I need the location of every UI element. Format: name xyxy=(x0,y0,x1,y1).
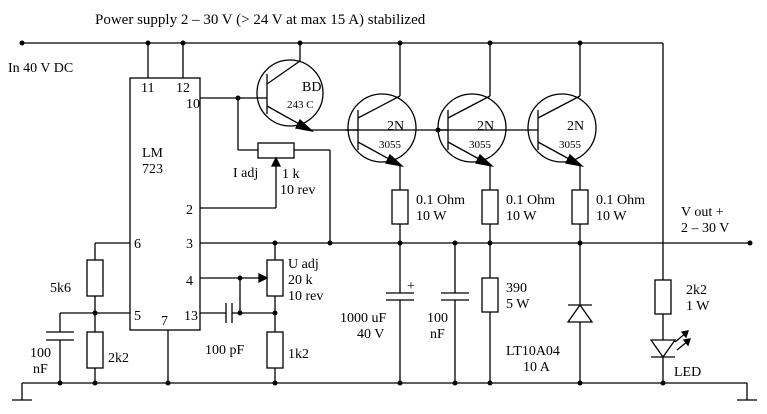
ic-pin-12: 12 xyxy=(176,81,190,96)
output-rail xyxy=(200,240,753,246)
current-adjust-pot xyxy=(200,142,333,246)
power-transistor-1-line2: 3055 xyxy=(379,139,402,151)
voltage-adjust-pot xyxy=(200,240,284,332)
diode-rating: 10 A xyxy=(523,360,551,375)
resistor-1k2-label: 1k2 xyxy=(288,347,309,362)
driver-base-wiring xyxy=(200,95,258,151)
capacitor-1000uf xyxy=(386,243,414,386)
ground-rail xyxy=(12,382,757,401)
voltage-pot-value: 20 k xyxy=(288,273,313,288)
ic-pin-10: 10 xyxy=(186,97,200,112)
resistor-390-power: 5 W xyxy=(506,297,530,312)
power-transistor-3-line2: 3055 xyxy=(559,139,582,151)
driver-transistor xyxy=(256,40,345,133)
power-transistor-2-line2: 3055 xyxy=(469,139,492,151)
emitter-resistor-3-value: 0.1 Ohm xyxy=(596,193,645,208)
capacitor-100nf-left-unit: nF xyxy=(33,362,48,377)
led-indicator xyxy=(649,279,691,386)
ic-number: 723 xyxy=(142,162,163,177)
current-pot-label: I adj xyxy=(233,166,258,181)
led-label: LED xyxy=(674,365,701,380)
capacitor-100nf-out xyxy=(441,240,469,386)
reference-divider xyxy=(60,242,130,386)
capacitor-1000uf-plus: + xyxy=(407,279,415,294)
ic-pin-3: 3 xyxy=(186,237,193,252)
diode-part-number: LT10A04 xyxy=(506,344,560,359)
resistor-390-value: 390 xyxy=(506,281,527,296)
power-transistor-2 xyxy=(437,40,507,190)
output-label-line2: 2 – 30 V xyxy=(681,221,729,236)
ic-pin-6: 6 xyxy=(134,237,141,252)
resistor-5k6-label: 5k6 xyxy=(50,281,71,296)
current-pot-value: 1 k xyxy=(282,167,300,182)
ic-name: LM xyxy=(142,146,164,161)
lm723-ic xyxy=(129,40,201,386)
ic-pin-5: 5 xyxy=(134,309,141,324)
emitter-resistor-1-power: 10 W xyxy=(416,209,447,224)
diagram-title: Power supply 2 – 30 V (> 24 V at max 15 … xyxy=(95,12,426,28)
current-pot-turns: 10 rev xyxy=(280,183,315,198)
output-label-line1: V out + xyxy=(681,205,724,220)
emitter-resistor-2-value: 0.1 Ohm xyxy=(506,193,555,208)
driver-label-line2: 243 C xyxy=(287,99,314,111)
ic-pin-4: 4 xyxy=(186,274,193,289)
voltage-pot-label: U adj xyxy=(288,257,319,272)
input-label: In 40 V DC xyxy=(8,61,73,76)
power-transistor-3 xyxy=(527,40,597,190)
capacitor-100nf-left xyxy=(46,313,74,386)
emitter-resistor-1-value: 0.1 Ohm xyxy=(416,193,465,208)
emitter-resistor-2 xyxy=(481,189,499,246)
emitter-resistor-1 xyxy=(391,189,409,246)
capacitor-100nf-out-unit: nF xyxy=(430,327,445,342)
power-transistor-3-line1: 2N xyxy=(567,119,584,134)
led-resistor-power: 1 W xyxy=(686,299,710,314)
emitter-resistor-2-power: 10 W xyxy=(506,209,537,224)
emitter-resistor-3-power: 10 W xyxy=(596,209,627,224)
resistor-390 xyxy=(481,243,499,386)
power-transistor-2-line1: 2N xyxy=(477,119,494,134)
voltage-pot-turns: 10 rev xyxy=(288,289,323,304)
capacitor-1000uf-voltage: 40 V xyxy=(357,327,384,342)
input-rail xyxy=(19,40,664,280)
led-resistor-value: 2k2 xyxy=(686,283,707,298)
ic-pin-13: 13 xyxy=(184,309,198,324)
power-transistor-1-line1: 2N xyxy=(387,119,404,134)
driver-label-line1: BD xyxy=(302,80,321,95)
protection-diode xyxy=(566,243,594,386)
ic-pin-7: 7 xyxy=(161,314,168,329)
capacitor-100nf-out-value: 100 xyxy=(427,311,448,326)
ic-pin-2: 2 xyxy=(186,203,193,218)
ic-pin-11: 11 xyxy=(141,81,154,96)
resistor-2k2-label: 2k2 xyxy=(108,351,129,366)
resistor-1k2 xyxy=(266,331,284,386)
capacitor-100nf-left-value: 100 xyxy=(30,346,51,361)
power-transistor-1 xyxy=(345,40,417,190)
emitter-resistor-3 xyxy=(571,189,589,246)
capacitor-100pf-label: 100 pF xyxy=(205,343,245,358)
capacitor-1000uf-value: 1000 uF xyxy=(340,311,387,326)
